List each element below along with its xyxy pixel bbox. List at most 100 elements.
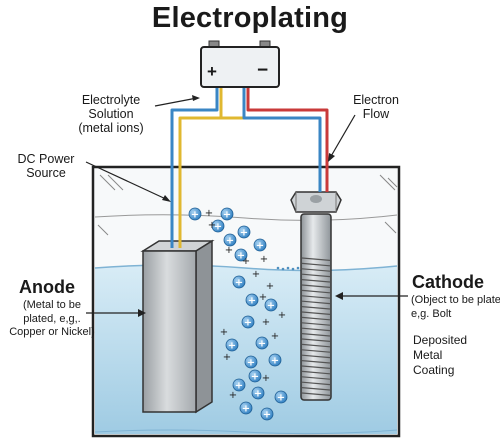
electron-flow-label-line: Electron [353,93,399,107]
ion-plus-sign: + [214,221,222,232]
coating-label-line: Deposited [413,333,468,347]
cathode-description-line: e,g. Bolt [411,307,452,320]
thread-line [301,343,331,348]
ion-plus-mark: + [271,331,279,342]
cathode-wire-inner [242,86,322,192]
electron-flow-leader [329,114,356,159]
anode-description-line: Copper or Nickel) [9,326,95,338]
anode-description: (Metal to be plated, e,g,. Copper or Nic… [6,299,98,340]
ion-migration-marks: +++++++++++++++ [205,208,286,401]
electron-flow-label-line: Flow [362,107,390,121]
metal-ion: + [237,225,251,239]
metal-ion: + [251,386,265,400]
ion-plus-sign: + [247,357,255,368]
metal-ion: + [274,390,288,404]
thread-line [301,392,331,396]
ion-plus-sign: + [235,277,243,288]
metal-ions: +++++++++++++++++++++ [188,207,288,421]
thread-line [301,284,331,288]
air-surface-line [94,214,398,221]
ion-plus-sign: + [267,300,275,311]
electrolyte-label-line: (metal ions) [78,121,144,135]
ion-plus-mark: + [278,310,286,321]
deposited-coating [276,266,300,271]
metal-ion: + [188,207,202,221]
ion-plus-sign: + [277,392,285,403]
ion-plus-mark: + [225,245,233,256]
cathode-description: (Object to be plated e,g. Bolt [411,294,500,321]
thread-line [301,322,331,326]
dc-power-source-label: DC Power Source [6,152,86,180]
thread-line [301,295,331,299]
ion-plus-sign: + [226,235,234,246]
thread-line [301,349,331,353]
metal-ion: + [239,401,253,415]
ion-plus-mark: + [252,269,260,280]
ion-plus-sign: + [237,250,245,261]
ion-plus-sign: + [228,340,236,351]
battery-positive-terminal: + [207,62,217,81]
thread-line [301,257,331,261]
metal-ion: + [244,355,258,369]
ion-plus-sign: + [263,409,271,420]
metal-ion: + [248,369,262,383]
electrolyte-label-line: Electrolyte [81,93,141,107]
ion-plus-sign: + [242,403,250,414]
ion-plus-mark: + [262,373,270,384]
metal-ion: + [232,378,246,392]
metal-ion: + [225,338,239,352]
ion-plus-mark: + [266,281,274,292]
leader-arrowheads [138,95,343,317]
ion-plus-sign: + [244,317,252,328]
metal-ion: + [211,219,225,233]
cathode-bolt [276,191,342,401]
thread-line [301,365,331,369]
ion-plus-sign: + [256,240,264,251]
ion-plus-sign: + [240,227,248,238]
metal-ion: + [241,315,255,329]
coating-label-line: Metal [413,348,443,362]
cathode-description-line: (Object to be plated [411,294,500,306]
electron-flow-label: Electron Flow [346,93,406,121]
metal-ion: + [245,293,259,307]
metal-ion: + [232,275,246,289]
tank-wall-hatching [97,174,398,236]
ion-plus-sign: + [248,295,256,306]
ion-plus-mark: + [229,390,237,401]
thread-line [301,273,331,278]
ion-plus-sign: + [235,380,243,391]
cathode-wire [246,86,329,192]
thread-line [301,370,331,375]
thread-line [301,327,331,332]
dc-power-label-line: DC Power [17,152,75,166]
ion-plus-mark: + [220,327,228,338]
battery-negative-terminal: − [257,60,269,81]
electrolyte-leader [154,97,198,107]
bolt-threads [301,257,331,396]
electrolyte-label-line: Solution [88,107,134,121]
ion-plus-sign: + [223,209,231,220]
thread-line [301,316,331,321]
anode-description-line: plated, e,g,. [23,312,81,325]
anode-title: Anode [19,277,75,297]
ion-plus-sign: + [258,338,266,349]
dc-power-leader [85,161,169,201]
metal-ion: + [264,298,278,312]
metal-ion: + [268,353,282,367]
dc-power-label-line: Source [26,166,66,180]
wires [170,86,329,248]
ion-plus-mark: + [260,254,268,265]
anode-block [140,239,215,414]
ion-plus-mark: + [208,220,216,231]
ion-plus-sign: + [191,209,199,220]
ion-plus-sign: + [254,388,262,399]
metal-ion: + [223,233,237,247]
thread-line [301,338,331,342]
thread-line [301,376,331,380]
thread-line [301,387,331,391]
ion-plus-mark: + [262,317,270,328]
thread-line [301,300,331,305]
deposited-coating-label: Deposited Metal Coating [413,333,467,378]
thread-line [301,262,331,267]
